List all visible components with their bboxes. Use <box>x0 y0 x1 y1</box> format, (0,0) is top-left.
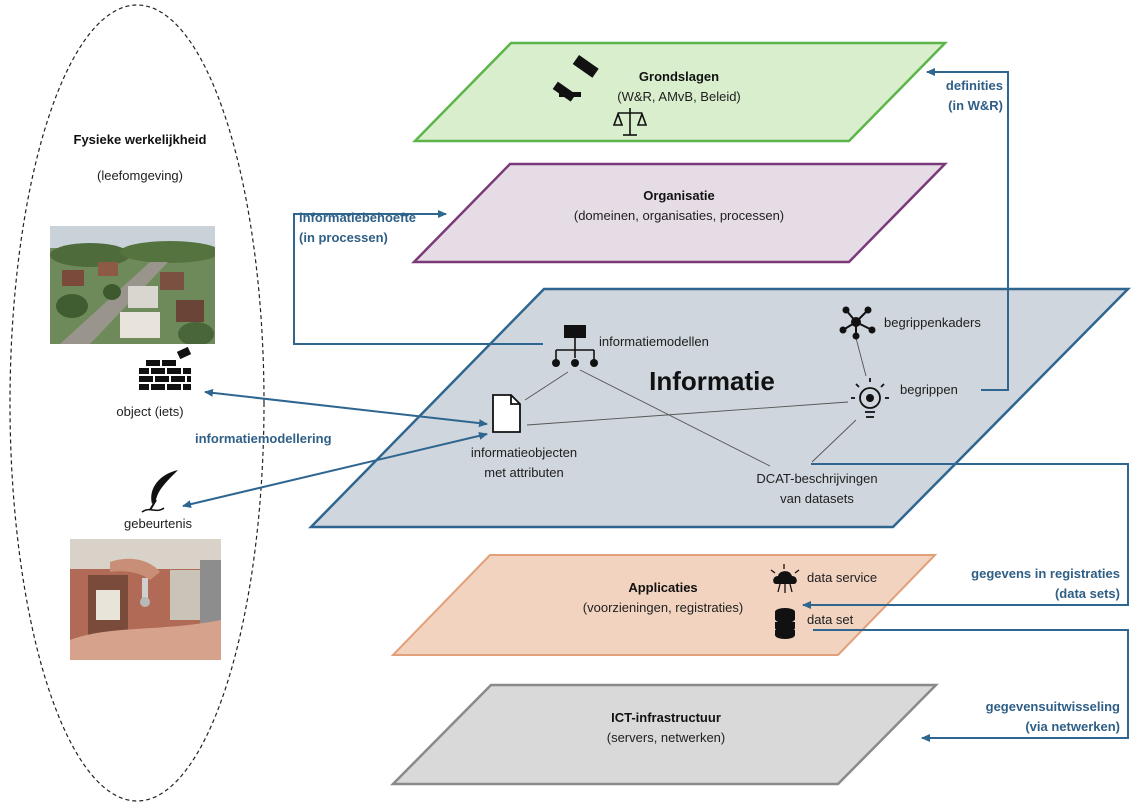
document-icon <box>492 394 521 433</box>
begrippenkaders-label: begrippenkaders <box>884 315 981 330</box>
gegevens-in-registraties-label: gegevens in registraties <box>971 566 1120 581</box>
informatiemodellen-label: informatiemodellen <box>599 334 709 349</box>
physical-reality-subtitle: (leefomgeving) <box>97 168 183 183</box>
physical-reality-group: Fysieke werkelijkheid (leefomgeving) <box>9 4 265 802</box>
grondslagen-subtitle: (W&R, AMvB, Beleid) <box>617 89 741 104</box>
organisatie-title: Organisatie <box>643 188 715 203</box>
organisatie-subtitle: (domeinen, organisaties, processen) <box>574 208 784 223</box>
ict-plane <box>390 683 939 786</box>
hierarchy-icon <box>552 325 598 367</box>
brick-wall-icon <box>139 346 192 390</box>
lightbulb-icon <box>851 378 889 418</box>
connectors <box>182 68 1129 742</box>
event-label: gebeurtenis <box>124 516 192 531</box>
layer-applicaties: Applicaties (voorzieningen, registraties… <box>390 554 938 656</box>
connector-labels: definities (in W&R) informatiebehoefte (… <box>195 78 1120 734</box>
object-label: object (iets) <box>116 404 183 419</box>
layer-ict: ICT-infrastructuur (servers, netwerken) <box>390 683 939 786</box>
met-attributen-label: met attributen <box>484 465 564 480</box>
house-keys-photo <box>70 539 221 660</box>
data-set-label: data set <box>807 612 854 627</box>
uitwisseling-connector <box>813 629 1129 742</box>
object-modelling-arrow <box>204 388 488 428</box>
begrippen-label: begrippen <box>900 382 958 397</box>
database-icon <box>775 608 795 639</box>
data-sets-label: (data sets) <box>1055 586 1120 601</box>
in-processen-label: (in processen) <box>299 230 388 245</box>
gegevensuitwisseling-label: gegevensuitwisseling <box>986 699 1120 714</box>
definities-connector <box>926 68 1009 391</box>
gegevens-connector <box>802 463 1129 609</box>
quill-icon <box>141 470 178 513</box>
ict-subtitle: (servers, netwerken) <box>607 730 725 745</box>
informatiebehoefte-connector <box>293 210 543 345</box>
data-service-label: data service <box>807 570 877 585</box>
informatie-relations <box>524 337 867 467</box>
informatie-title: Informatie <box>649 366 775 396</box>
dcat-label: DCAT-beschrijvingen <box>756 471 877 486</box>
ict-title: ICT-infrastructuur <box>611 710 721 725</box>
organisatie-plane <box>411 162 948 264</box>
informatiemodellering-label: informatiemodellering <box>195 431 332 446</box>
definities-label: definities <box>946 78 1003 93</box>
gavel-icon <box>552 55 599 102</box>
grondslagen-plane <box>412 41 948 143</box>
informatiebehoefte-label: informatiebehoefte <box>299 210 416 225</box>
aerial-town-photo <box>50 226 215 344</box>
physical-reality-ellipse <box>9 4 265 802</box>
via-netwerken-label: (via netwerken) <box>1025 719 1120 734</box>
grondslagen-title: Grondslagen <box>639 69 719 84</box>
cloud-icon <box>770 564 800 593</box>
datasets-label: van datasets <box>780 491 854 506</box>
network-icon <box>839 306 876 340</box>
in-wr-label: (in W&R) <box>948 98 1003 113</box>
applicaties-plane <box>390 554 938 656</box>
applicaties-subtitle: (voorzieningen, registraties) <box>583 600 743 615</box>
event-modelling-arrow <box>182 431 488 509</box>
applicaties-title: Applicaties <box>628 580 697 595</box>
layer-grondslagen: Grondslagen (W&R, AMvB, Beleid) <box>412 41 948 143</box>
scales-icon <box>612 108 648 136</box>
physical-reality-title: Fysieke werkelijkheid <box>74 132 207 147</box>
informatie-plane <box>308 287 1131 529</box>
layer-organisatie: Organisatie (domeinen, organisaties, pro… <box>411 162 948 264</box>
layer-informatie: Informatie informatiemodellen <box>308 287 1131 529</box>
informatieobjecten-label: informatieobjecten <box>471 445 577 460</box>
